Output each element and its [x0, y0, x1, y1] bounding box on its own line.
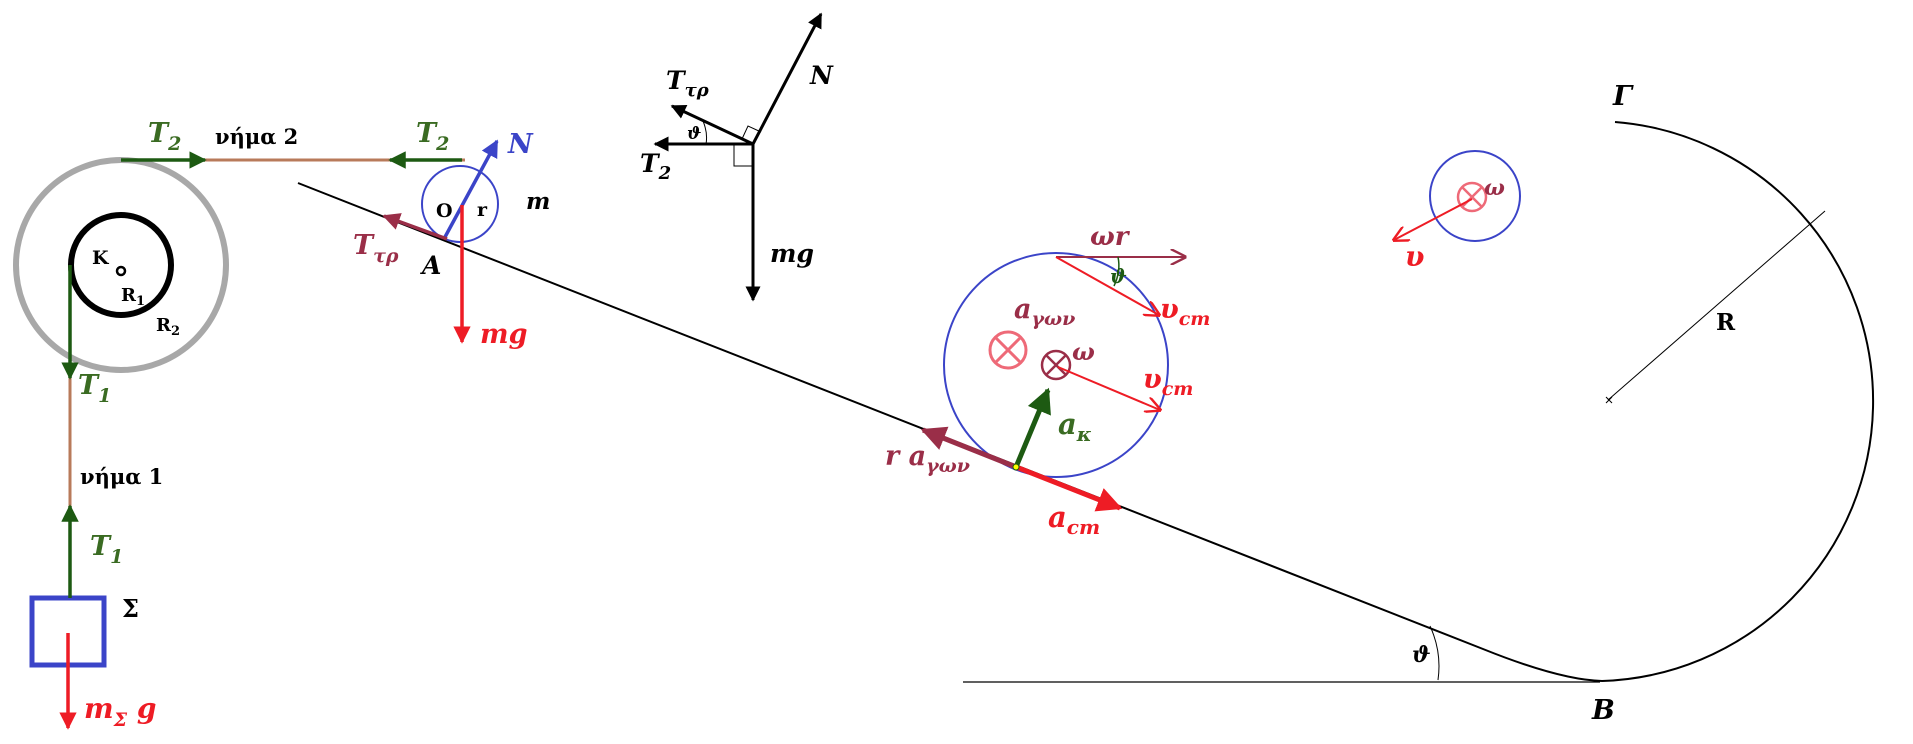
contact-point: [1012, 463, 1020, 471]
label-a-gon: aγων: [1014, 294, 1075, 330]
label-T2-right: T2: [416, 118, 449, 155]
label-m: m: [526, 188, 550, 215]
vcm-top-arrow: [1055, 256, 1159, 315]
pulley-axis: [115, 265, 127, 277]
label-Gamma: Γ: [1612, 81, 1634, 112]
label-theta-B: ϑ: [1412, 642, 1431, 668]
label-upsilon: υ: [1405, 240, 1424, 273]
label-a-cm: acm: [1048, 500, 1100, 539]
omega-small-symbol: [1456, 181, 1488, 213]
label-theta-fbd: ϑ: [687, 124, 701, 144]
N-small-arrow: [443, 139, 499, 238]
label-theta-big: ϑ: [1110, 264, 1127, 288]
a-k-arrow: [1013, 387, 1051, 468]
label-A: A: [420, 251, 441, 280]
outer-pulley: [13, 157, 229, 373]
radius-line: [1607, 210, 1826, 401]
label-vcm-mid: υcm: [1143, 364, 1193, 400]
vcm-mid-arrow: [1057, 366, 1160, 410]
label-O: O: [436, 200, 453, 222]
label-r-agon: r aγων: [885, 441, 970, 477]
label-T2-left: T2: [148, 118, 181, 155]
label-rope2: νήμα 2: [215, 124, 298, 149]
label-omega-r: ωr: [1090, 222, 1131, 252]
label-N-fbd: N: [809, 61, 834, 90]
fbd-right-angle-2: [733, 144, 753, 167]
omega-big-symbol: [1040, 349, 1072, 381]
r-agon-arrow: [920, 426, 1017, 470]
small-cylinder: [421, 165, 499, 243]
label-T2-fbd: T2: [640, 149, 671, 184]
incline-surface: [297, 182, 1603, 682]
label-Sigma: Σ: [122, 594, 139, 623]
upsilon-arrow: [1394, 198, 1473, 240]
label-T1-top: T1: [78, 370, 111, 407]
label-B: B: [1591, 695, 1615, 726]
fbd-N-arrow: [751, 12, 823, 145]
label-mg-fbd: mg: [770, 239, 814, 268]
label-R2: R2: [156, 315, 180, 339]
label-N-small: N: [507, 129, 534, 160]
loop-track: [1601, 121, 1875, 682]
label-omega-big: ω: [1072, 337, 1095, 366]
label-Ttr-fbd: Tτρ: [666, 66, 710, 101]
radius-center-mark: [1605, 396, 1613, 404]
Ttr-small-arrow: [382, 213, 448, 241]
label-K: K: [92, 247, 110, 269]
label-a-k: aκ: [1058, 407, 1092, 446]
fbd-theta-arc: [702, 120, 708, 145]
label-r: r: [477, 199, 488, 221]
label-Ttr-small: Tτρ: [353, 230, 399, 267]
label-omega-small: ω: [1484, 175, 1505, 201]
label-rope1: νήμα 1: [80, 464, 163, 489]
small-cylinder-right: [1429, 150, 1521, 242]
label-R: R: [1716, 309, 1736, 336]
theta-arc-B: [1429, 625, 1440, 681]
fbd-Ttr-arrow: [670, 104, 754, 146]
a-cm-arrow: [1015, 464, 1123, 512]
theta-big-arc: [1113, 256, 1120, 287]
label-T1-bottom: T1: [90, 531, 123, 568]
fbd-right-angle-1: [741, 125, 762, 140]
label-mSg: mΣ g: [84, 692, 156, 731]
a-gon-symbol: [988, 330, 1028, 370]
label-mg-small: mg: [480, 319, 527, 350]
label-R1: R1: [121, 285, 145, 309]
label-vcm-top: υcm: [1160, 294, 1210, 330]
big-cylinder: [943, 252, 1169, 478]
